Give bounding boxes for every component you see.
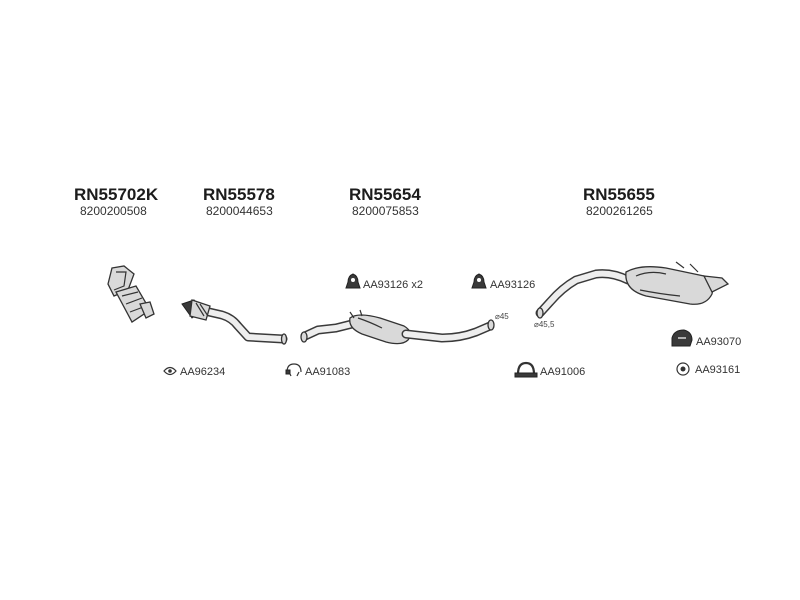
part-number: RN55702K: [74, 185, 159, 204]
ring-icon: [676, 362, 690, 376]
rubber-hanger-icon: [471, 273, 487, 289]
front-pipe-drawing[interactable]: [181, 299, 288, 345]
rubber-hanger-icon: [345, 273, 361, 289]
rubber-mount-accessory[interactable]: AA93070: [671, 329, 741, 348]
part-label-rn55654[interactable]: RN55654 8200075853: [349, 185, 421, 218]
accessory-code: AA93070: [696, 336, 741, 348]
oem-number: 8200075853: [352, 204, 419, 218]
diameter-label: ⌀45,5: [534, 320, 555, 329]
rear-silencer-drawing[interactable]: [535, 261, 730, 319]
u-clamp-accessory[interactable]: AA91006: [514, 361, 585, 378]
middle-silencer-drawing[interactable]: [300, 309, 495, 345]
hanger-accessory-right[interactable]: AA93126: [471, 273, 535, 291]
gasket-accessory[interactable]: AA96234: [163, 366, 225, 378]
spring-clamp-icon: [285, 363, 302, 377]
catalytic-converter-drawing[interactable]: [107, 265, 155, 323]
spring-clamp-accessory[interactable]: AA91083: [285, 363, 350, 378]
part-label-rn55655[interactable]: RN55655 8200261265: [583, 185, 655, 218]
part-number: RN55578: [203, 185, 275, 204]
ring-accessory[interactable]: AA93161: [676, 362, 740, 376]
accessory-code: AA91083: [305, 366, 350, 378]
oem-number: 8200200508: [80, 204, 147, 218]
accessory-code: AA93126 x2: [363, 279, 423, 291]
accessory-code: AA93161: [695, 364, 740, 376]
oem-number: 8200044653: [206, 204, 273, 218]
part-number: RN55655: [583, 185, 655, 204]
oem-number: 8200261265: [586, 204, 653, 218]
hanger-accessory-left[interactable]: AA93126 x2: [345, 273, 423, 291]
diameter-label: ⌀45: [495, 312, 509, 321]
accessory-code: AA93126: [490, 279, 535, 291]
gasket-icon: [163, 366, 177, 376]
u-clamp-icon: [514, 361, 538, 378]
part-label-rn55702k[interactable]: RN55702K 8200200508: [74, 185, 159, 218]
accessory-code: AA91006: [540, 366, 585, 378]
accessory-code: AA96234: [180, 366, 225, 378]
rubber-mount-icon: [671, 329, 693, 347]
part-label-rn55578[interactable]: RN55578 8200044653: [203, 185, 275, 218]
part-number: RN55654: [349, 185, 421, 204]
